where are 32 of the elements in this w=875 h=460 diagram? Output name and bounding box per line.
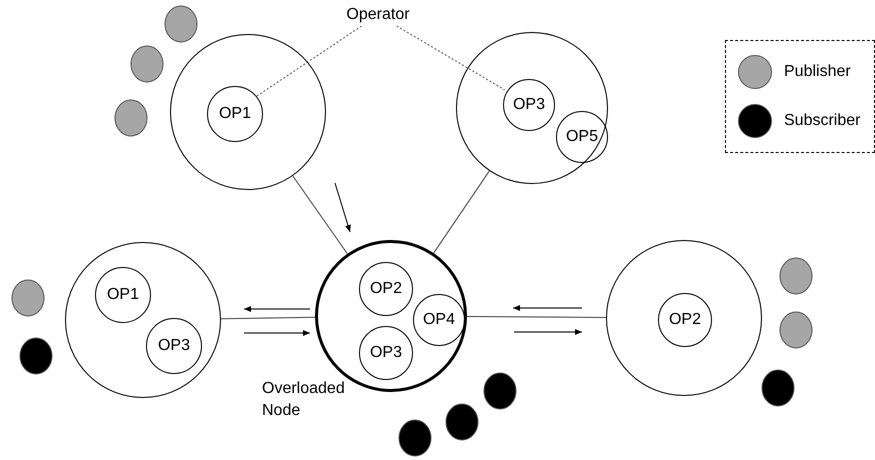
operator-circle xyxy=(503,79,555,131)
operator-name: OP2 xyxy=(668,311,701,329)
connection-line xyxy=(220,316,316,320)
legend-label: Subscriber xyxy=(784,112,860,130)
leader-line xyxy=(396,26,506,90)
operator-name: OP4 xyxy=(422,311,455,329)
operator-circle xyxy=(413,294,465,346)
connection-line xyxy=(466,316,606,318)
operator-circle xyxy=(146,318,202,374)
node-caption: Overloaded Node xyxy=(262,379,346,421)
node-circle xyxy=(456,32,608,184)
node-circle xyxy=(606,240,762,396)
operator-circle xyxy=(658,293,712,347)
operator-circle xyxy=(556,111,608,163)
legend-label: Publisher xyxy=(784,62,851,81)
connection-line xyxy=(433,170,490,254)
operator-circle xyxy=(359,326,413,380)
operator-circle xyxy=(359,262,413,316)
operator-name: OP3 xyxy=(512,96,545,114)
operator-name: OP3 xyxy=(158,337,190,355)
leader-line xyxy=(256,26,362,97)
operator-label: Operator xyxy=(346,6,410,24)
node-circle xyxy=(170,34,326,190)
operator-circle xyxy=(207,86,263,142)
operator-name: OP1 xyxy=(218,105,251,123)
operator-circle xyxy=(95,267,151,323)
operator-name: OP3 xyxy=(370,344,402,362)
node-circle xyxy=(65,242,221,398)
connection-line xyxy=(292,175,348,254)
operator-name: OP5 xyxy=(566,128,598,146)
operator-name: OP1 xyxy=(106,286,139,304)
operator-name: OP2 xyxy=(370,280,402,298)
